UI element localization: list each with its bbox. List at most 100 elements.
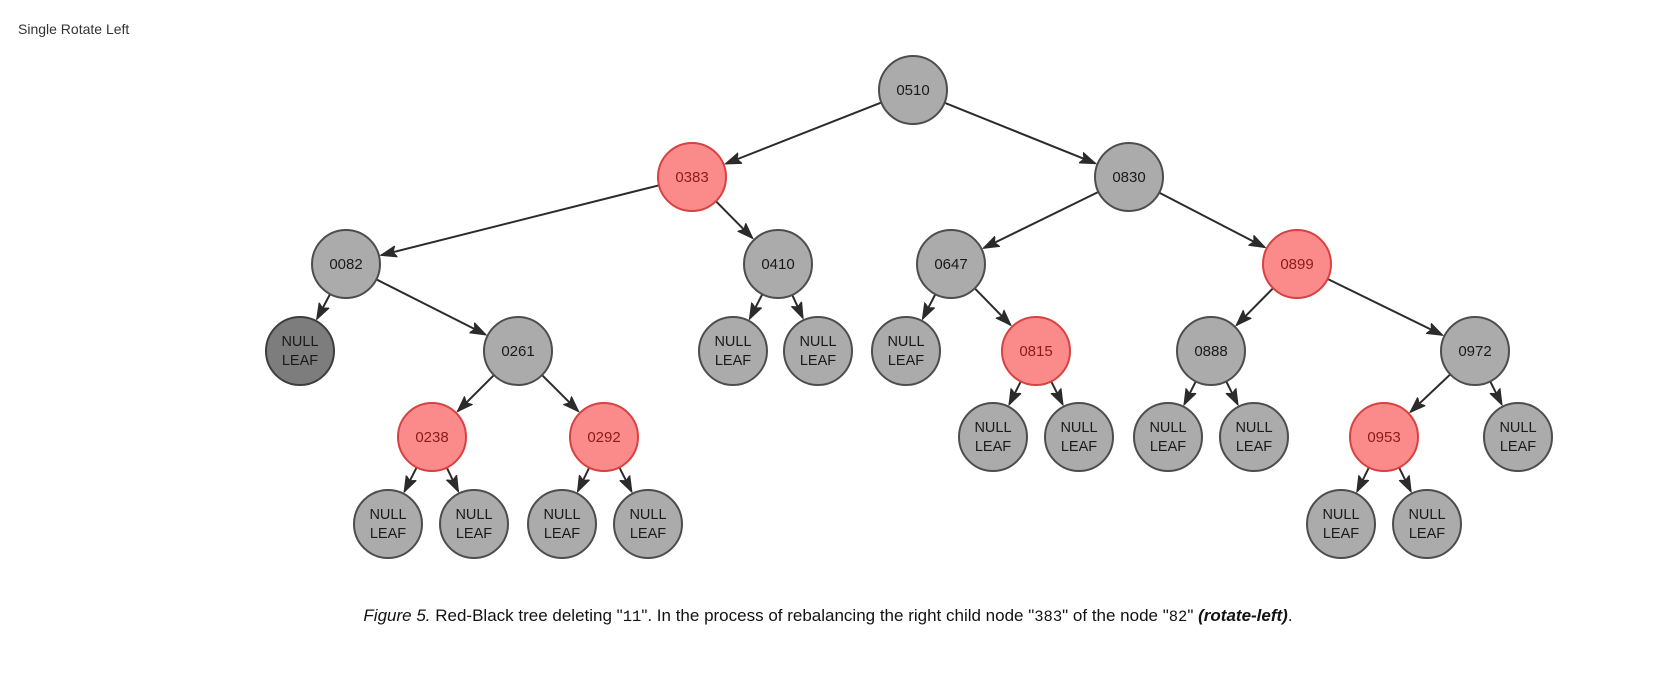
tree-node-0238[interactable]: 0238	[397, 402, 467, 472]
node-circle	[1440, 316, 1510, 386]
tree-edge	[376, 278, 486, 335]
tree-edge	[984, 191, 1099, 248]
node-circle	[657, 142, 727, 212]
node-circle	[1392, 489, 1462, 559]
tree-edge	[726, 101, 882, 165]
tree-edge	[974, 287, 1010, 325]
tree-edge	[715, 200, 752, 239]
node-circle	[353, 489, 423, 559]
tree-node-0261[interactable]: 0261	[483, 316, 553, 386]
tree-edge	[1159, 191, 1265, 247]
caption-text-part1: Red-Black tree deleting "	[430, 606, 623, 625]
node-circle	[1001, 316, 1071, 386]
tree-edge	[1357, 467, 1370, 491]
tree-node-0815[interactable]: 0815	[1001, 316, 1071, 386]
node-circle	[1483, 402, 1553, 472]
tree-edge	[381, 184, 659, 255]
node-circle	[698, 316, 768, 386]
node-circle	[1133, 402, 1203, 472]
tree-node-0383[interactable]: 0383	[657, 142, 727, 212]
tree-node-0830[interactable]: 0830	[1094, 142, 1164, 212]
tree-node-0292[interactable]: 0292	[569, 402, 639, 472]
node-circle	[311, 229, 381, 299]
node-circle	[743, 229, 813, 299]
tree-edge	[404, 467, 418, 492]
node-circle	[1044, 402, 1114, 472]
tree-edge	[541, 374, 578, 411]
node-circle	[1349, 402, 1419, 472]
tree-edge	[792, 294, 802, 317]
tree-edge	[620, 467, 632, 492]
tree-edge	[1327, 278, 1442, 335]
node-circle	[527, 489, 597, 559]
node-circle	[1262, 229, 1332, 299]
caption-figure-number: Figure 5.	[363, 606, 431, 625]
node-circle	[1306, 489, 1376, 559]
edge-layer	[317, 101, 1502, 492]
node-circle	[483, 316, 553, 386]
tree-edge	[1490, 381, 1501, 404]
node-circle	[958, 402, 1028, 472]
tree-edge	[944, 101, 1095, 165]
tree-edge	[1226, 381, 1237, 404]
tree-edge	[923, 294, 937, 319]
tree-edge	[317, 294, 331, 319]
tree-edge	[750, 294, 764, 319]
figure-caption: Figure 5. Red-Black tree deleting "11". …	[0, 604, 1656, 629]
tree-node-0888[interactable]: 0888	[1176, 316, 1246, 386]
node-circle	[878, 55, 948, 125]
caption-deleted-key: 11	[622, 608, 642, 626]
tree-edge	[1411, 373, 1451, 412]
tree-node-0410[interactable]: 0410	[743, 229, 813, 299]
caption-text-part3: " of the node "	[1062, 606, 1169, 625]
caption-operation: (rotate-left)	[1198, 606, 1288, 625]
node-circle	[265, 316, 335, 386]
tree-node-0953[interactable]: 0953	[1349, 402, 1419, 472]
node-circle	[1176, 316, 1246, 386]
tree-node-0082[interactable]: 0082	[311, 229, 381, 299]
node-circle	[613, 489, 683, 559]
tree-node-0510[interactable]: 0510	[878, 55, 948, 125]
tree-edge	[578, 467, 589, 491]
tree-node-0899[interactable]: 0899	[1262, 229, 1332, 299]
step-title: Single Rotate Left	[18, 21, 130, 37]
tree-edge	[447, 467, 458, 491]
tree-edge	[1051, 381, 1062, 404]
caption-parent-key: 82	[1168, 608, 1188, 626]
tree-node-0972[interactable]: 0972	[1440, 316, 1510, 386]
node-circle	[871, 316, 941, 386]
caption-text-part4: "	[1187, 606, 1199, 625]
tree-node-0647[interactable]: 0647	[916, 229, 986, 299]
node-circle	[397, 402, 467, 472]
caption-text-part2: ". In the process of rebalancing the rig…	[641, 606, 1035, 625]
node-circle	[783, 316, 853, 386]
node-circle	[569, 402, 639, 472]
tree-edge	[458, 374, 495, 411]
node-circle	[1219, 402, 1289, 472]
tree-edge	[1009, 381, 1020, 404]
node-circle	[1094, 142, 1164, 212]
caption-child-key: 383	[1034, 608, 1063, 626]
tree-edge	[1399, 467, 1411, 491]
node-circle	[439, 489, 509, 559]
node-circle	[916, 229, 986, 299]
tree-edge	[1237, 287, 1274, 326]
